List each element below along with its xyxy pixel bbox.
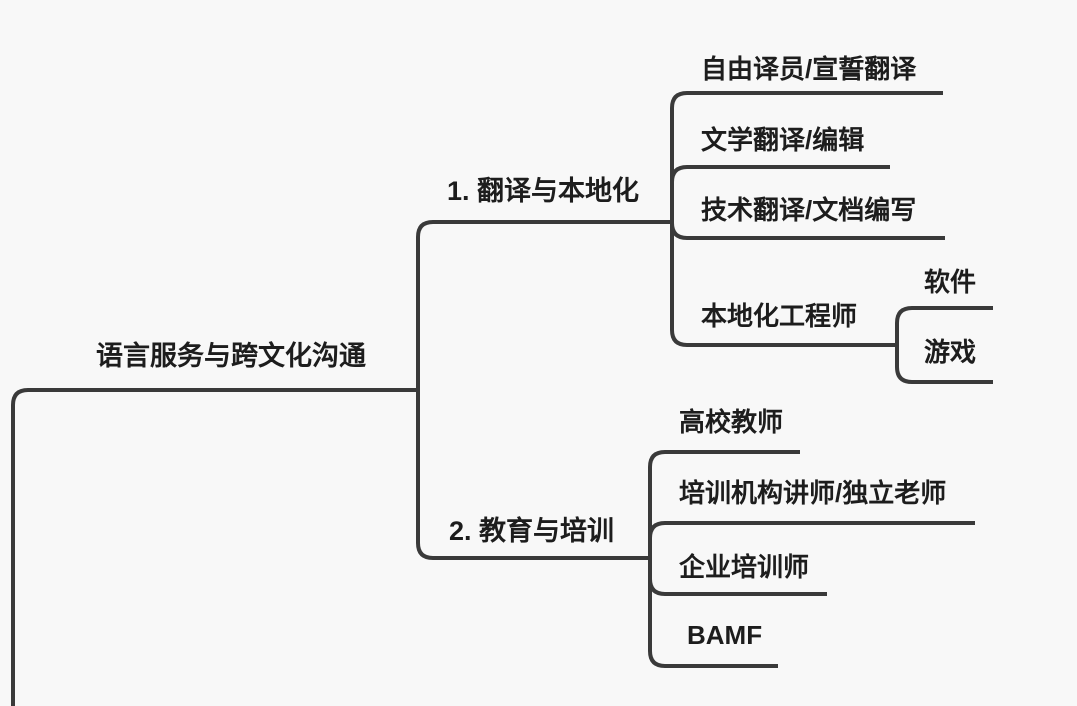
connector-root-to-topic1 — [416, 220, 672, 390]
subtopic-literary-translation-editing[interactable]: 文学翻译/编辑 — [701, 125, 865, 155]
subtopic-university-teacher[interactable]: 高校教师 — [679, 407, 784, 437]
subtopic-technical-translation-docs[interactable]: 技术翻译/文档编写 — [701, 195, 917, 225]
subtopic-freelance-sworn-translator[interactable]: 自由译员/宣誓翻译 — [701, 54, 917, 84]
subtopic-localization-engineer[interactable]: 本地化工程师 — [701, 301, 858, 331]
connector-topic2-to-university-teacher — [648, 450, 800, 558]
subtopic-training-institution-lecturer[interactable]: 培训机构讲师/独立老师 — [679, 478, 947, 508]
subtopic-games[interactable]: 游戏 — [924, 337, 977, 367]
connector-root-underline — [11, 388, 418, 706]
connector-root-to-topic2 — [416, 390, 650, 560]
topic-root[interactable]: 语言服务与跨文化沟通 — [96, 341, 366, 371]
connector-engineer-to-games — [895, 345, 993, 384]
connector-topic1-to-localization-engineer — [670, 222, 897, 347]
connector-topic2-to-bamf — [648, 558, 778, 668]
connector-topic1-to-literary — [670, 165, 890, 222]
connector-engineer-to-software — [895, 306, 993, 345]
subtopic-software[interactable]: 软件 — [924, 267, 977, 297]
topic-education-training[interactable]: 2. 教育与培训 — [449, 516, 615, 546]
subtopic-bamf[interactable]: BAMF — [687, 620, 763, 650]
connector-topic1-to-freelance — [670, 91, 943, 222]
connector-topic2-to-training-lecturer — [648, 521, 975, 558]
subtopic-corporate-trainer[interactable]: 企业培训师 — [679, 552, 810, 582]
topic-translation-localization[interactable]: 1. 翻译与本地化 — [447, 176, 640, 206]
